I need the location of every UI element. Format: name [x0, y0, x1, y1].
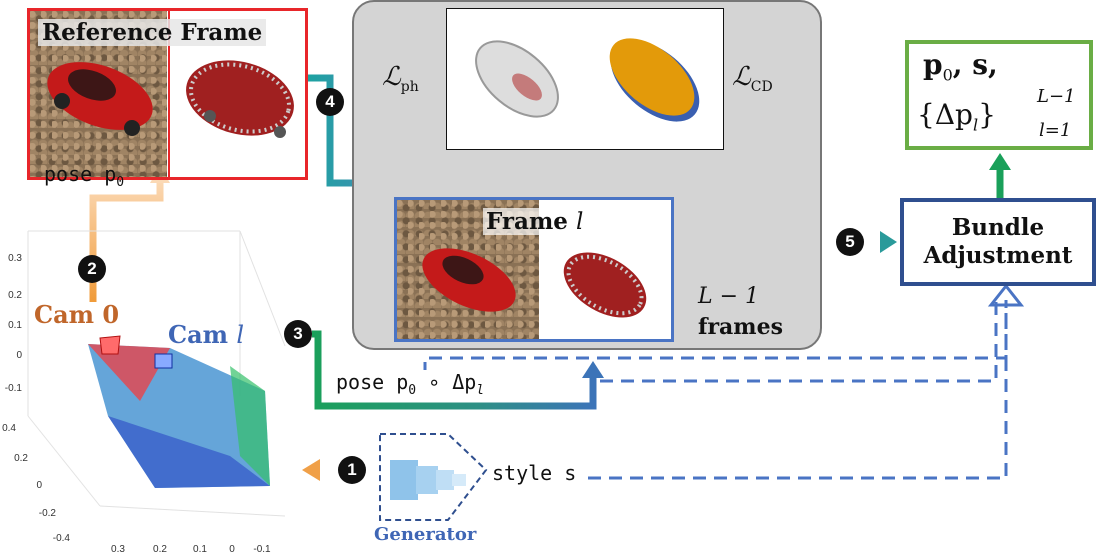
svg-text:0.2: 0.2	[153, 544, 167, 555]
arrow-2-path	[89, 180, 164, 302]
svg-text:-0.2: -0.2	[39, 508, 57, 519]
svg-text:-0.4: -0.4	[53, 533, 71, 544]
svg-text:0: 0	[229, 544, 235, 555]
pose-l-label: pose p0 ∘ Δpl	[336, 370, 485, 398]
svg-text:0.1: 0.1	[8, 320, 22, 331]
bundle-adjustment-box: Bundle Adjustment	[900, 198, 1096, 286]
generator-label: Generator	[374, 524, 477, 545]
loss-cd-label: ℒCD	[732, 62, 773, 96]
dashed-feedback-lines	[423, 300, 1008, 480]
output-line2: {Δpl}	[917, 98, 996, 135]
frames-note-count: L − 1	[698, 284, 760, 309]
svg-text:0.2: 0.2	[14, 453, 28, 464]
frame-l-box: Frame l	[394, 197, 674, 342]
arrow-5-head	[880, 231, 897, 253]
frame-l-title: Frame l	[483, 208, 587, 235]
generator-icon	[379, 433, 488, 521]
bundle-line1: Bundle	[951, 214, 1045, 241]
pointcloud-body	[88, 335, 270, 488]
reference-pointcloud	[168, 11, 170, 177]
svg-text:0: 0	[16, 350, 22, 361]
step-badge-1: 1	[338, 456, 366, 484]
output-lower: l=1	[1039, 120, 1072, 141]
output-sup: L−1	[1037, 86, 1076, 107]
svg-text:0.1: 0.1	[193, 544, 207, 555]
arrow-3-head	[582, 361, 604, 378]
loss-image-ph	[446, 8, 586, 150]
plot-x-ticks: 0.3 0.2 0.1 0 -0.1	[111, 544, 271, 555]
loss-image-cd	[585, 8, 724, 150]
reference-title: Reference Frame	[38, 19, 267, 46]
plot-z-ticks: 0.4 0.2 0 -0.2 -0.4	[2, 423, 70, 544]
frame-l-pointcloud	[563, 252, 647, 318]
reference-pointcloud-image	[186, 60, 294, 138]
arrow-bundle-output-head	[989, 153, 1011, 170]
svg-text:-0.1: -0.1	[253, 544, 271, 555]
red-car-image	[47, 62, 153, 136]
step-badge-4: 4	[316, 88, 344, 116]
cam0-label: Cam 0	[34, 300, 120, 329]
step-badge-5: 5	[836, 228, 864, 256]
camera-pointcloud-plot: 0.3 0.2 0.1 0 -0.1 0.4 0.2 0 -0.2 -0.4 0…	[2, 230, 286, 555]
plot-grid	[27, 230, 286, 517]
loss-ph-label: ℒph	[382, 62, 419, 96]
bundle-line2: Adjustment	[923, 242, 1073, 269]
output-line1: p0, s,	[923, 48, 998, 85]
frames-note: L − 1 frames	[698, 282, 783, 342]
arrow-1-head	[302, 459, 320, 481]
svg-text:0.4: 0.4	[2, 423, 16, 434]
dashed-arrowhead	[987, 283, 1025, 307]
step-badge-2: 2	[78, 255, 106, 283]
frames-note-word: frames	[698, 314, 783, 340]
plot-y-ticks: 0.3 0.2 0.1 0 -0.1	[5, 253, 23, 394]
step-badge-3: 3	[284, 320, 312, 348]
svg-text:0: 0	[36, 480, 42, 491]
svg-text:0.2: 0.2	[8, 290, 22, 301]
output-box: p0, s, {Δpl} L−1 l=1	[905, 40, 1093, 150]
svg-text:0.3: 0.3	[111, 544, 125, 555]
style-label: style s	[492, 461, 577, 485]
caml-label: Cam l	[168, 320, 245, 349]
svg-text:-0.1: -0.1	[5, 383, 23, 394]
svg-text:0.3: 0.3	[8, 253, 22, 264]
reference-pose-label: pose p0	[44, 162, 125, 190]
arrow-3-path	[312, 330, 597, 410]
reference-frame-box: Reference Frame	[27, 8, 308, 180]
